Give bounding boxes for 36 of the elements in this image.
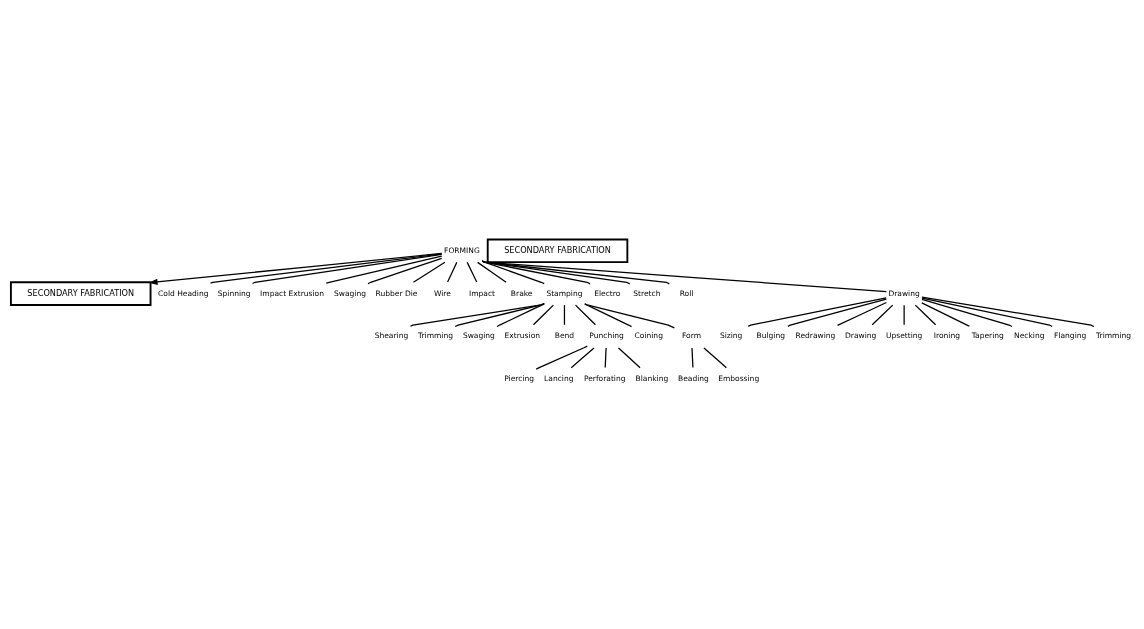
connector	[412, 261, 446, 283]
connector	[836, 301, 888, 326]
connector	[921, 298, 1013, 327]
connector	[477, 261, 507, 283]
connector	[871, 304, 894, 325]
connector	[481, 259, 887, 292]
connector	[921, 301, 971, 327]
connector	[574, 304, 597, 325]
connector	[921, 296, 1095, 327]
connector	[446, 261, 458, 283]
connector	[921, 296, 1053, 327]
connector	[466, 261, 478, 283]
connector	[563, 304, 566, 325]
connector	[787, 297, 887, 327]
connector	[325, 255, 443, 284]
connector	[604, 346, 607, 368]
connector	[367, 257, 443, 284]
connector	[617, 346, 641, 368]
connector	[903, 304, 905, 325]
arrow	[148, 252, 443, 285]
node-box: SECONDARY FABRICATION	[486, 238, 629, 263]
connector	[209, 252, 443, 284]
connector	[747, 296, 887, 327]
connector	[584, 302, 675, 328]
connector	[251, 253, 443, 284]
connector	[535, 345, 588, 370]
connector	[496, 302, 545, 327]
connector	[703, 346, 727, 368]
connector	[584, 302, 633, 327]
connector	[691, 346, 694, 368]
node-box: SECONDARY FABRICATION	[9, 280, 152, 306]
connector	[532, 304, 554, 325]
connector	[454, 302, 545, 327]
connector	[914, 304, 937, 325]
connector	[409, 302, 545, 327]
connector	[570, 346, 595, 368]
